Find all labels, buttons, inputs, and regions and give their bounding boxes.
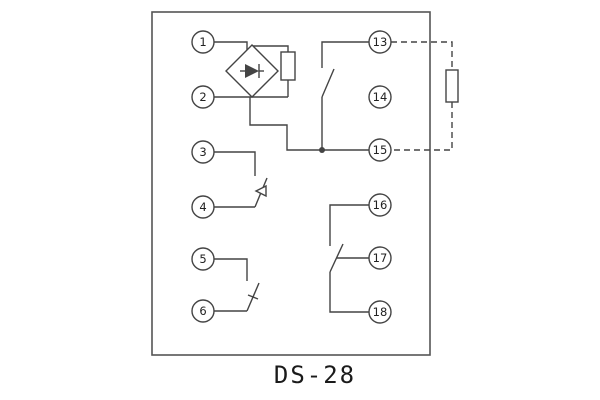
dashed-wire-top: [391, 41, 453, 70]
terminal-number: 15: [373, 143, 388, 157]
contact-3-4: [214, 151, 268, 208]
dashed-wire-bottom: [391, 102, 453, 151]
terminal-circle: [368, 193, 392, 217]
contact-16-17-18: [329, 204, 369, 313]
dc-output-wire: [249, 97, 369, 151]
terminal-circle: [191, 195, 215, 219]
terminal-15: 15: [368, 138, 392, 162]
contact-5-6: [214, 258, 260, 312]
switch-contact-icon: [321, 68, 335, 98]
terminal-13-lead: [321, 41, 369, 68]
diode-icon: [245, 64, 259, 78]
coil-top-link: [253, 45, 289, 52]
terminal-1-lead: [214, 41, 248, 50]
terminal-1: 1: [191, 30, 215, 54]
terminal-number: 4: [199, 200, 206, 214]
terminal-6: 6: [191, 299, 215, 323]
diagram-caption: DS-28: [274, 361, 356, 389]
external-resistor-branch: [391, 41, 459, 151]
terminal-16: 16: [368, 193, 392, 217]
terminal-4: 4: [191, 195, 215, 219]
terminal-17: 17: [368, 246, 392, 270]
terminal-number: 16: [373, 198, 388, 212]
terminal-18: 18: [368, 300, 392, 324]
terminal-circle: [368, 246, 392, 270]
bridge-rectifier-circuit: [214, 41, 369, 151]
terminal-circle: [191, 85, 215, 109]
terminal-5-lead: [214, 258, 248, 281]
terminal-13: 13: [368, 30, 392, 54]
terminal-circle: [368, 30, 392, 54]
terminal-2: 2: [191, 85, 215, 109]
junction-dot: [319, 147, 325, 153]
terminal-3-lead: [214, 151, 256, 176]
terminal-14: 14: [368, 85, 392, 109]
terminal-circle: [191, 247, 215, 271]
terminal-circle: [368, 85, 392, 109]
enclosure-outline: [151, 11, 431, 356]
terminal-circle: [191, 299, 215, 323]
terminal-circle: [191, 140, 215, 164]
terminal-number: 2: [199, 90, 206, 104]
terminal-number: 1: [199, 35, 206, 49]
terminal-number: 14: [373, 90, 388, 104]
terminal-circle: [191, 30, 215, 54]
resistor-icon: [445, 69, 459, 103]
terminals: 1 2 3 4 5 6 13 14: [191, 30, 392, 324]
terminal-circle: [368, 138, 392, 162]
terminal-number: 6: [199, 304, 206, 318]
terminal-number: 18: [373, 305, 388, 319]
contact-13-15: [319, 41, 369, 153]
terminal-18-lead: [329, 272, 369, 313]
terminal-number: 13: [373, 35, 388, 49]
terminal-circle: [368, 300, 392, 324]
terminal-number: 17: [373, 251, 388, 265]
contact-flag-tick: [247, 294, 259, 300]
switch-contact-icon: [329, 243, 344, 273]
terminal-number: 3: [199, 145, 206, 159]
relay-coil-icon: [280, 51, 296, 81]
terminal-16-lead: [329, 204, 369, 246]
terminal-5: 5: [191, 247, 215, 271]
contact-arrow-icon: [254, 184, 267, 198]
terminal-3: 3: [191, 140, 215, 164]
terminal-number: 5: [199, 252, 206, 266]
